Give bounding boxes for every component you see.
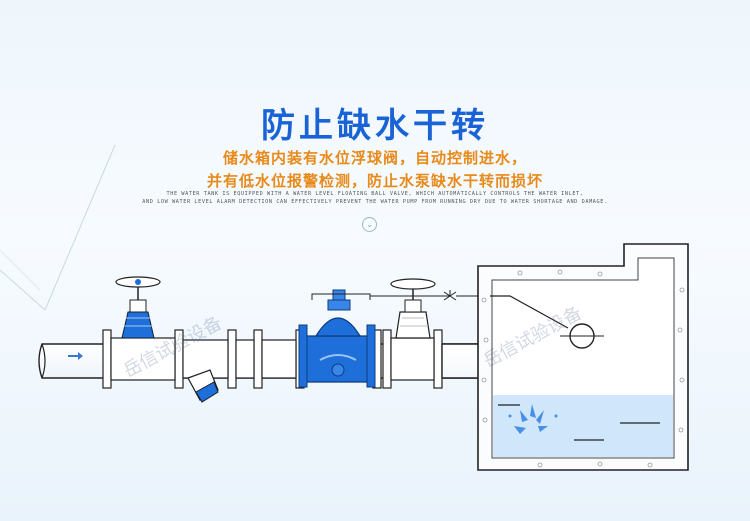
pilot-line [369, 290, 490, 301]
chevron-down-icon[interactable]: ⌄ [362, 217, 377, 232]
subtitle-line-2: 并有低水位报警检测，防止水泵缺水干转而损坏 [206, 172, 543, 190]
page-title: 防止缺水干转 [261, 106, 489, 146]
y-strainer-icon [182, 339, 229, 403]
gate-valve-icon [390, 278, 436, 381]
spool-pipe [235, 339, 255, 379]
subtitle-line-1: 储水箱内装有水位浮球阀，自动控制进水， [222, 149, 527, 167]
flow-arrow [68, 352, 83, 360]
english-caption-line-1: THE WATER TANK IS EQUIPPED WITH A WATER … [166, 191, 584, 197]
gate-valve-icon [110, 276, 176, 381]
float-ball-icon [490, 295, 604, 349]
spool-pipe [261, 339, 297, 379]
water-tank [477, 243, 689, 471]
float-valve-icon [298, 289, 376, 388]
english-caption-line-2: AND LOW WATER LEVEL ALARM DETECTION CAN … [142, 199, 608, 205]
water-splash-icon [508, 404, 558, 434]
